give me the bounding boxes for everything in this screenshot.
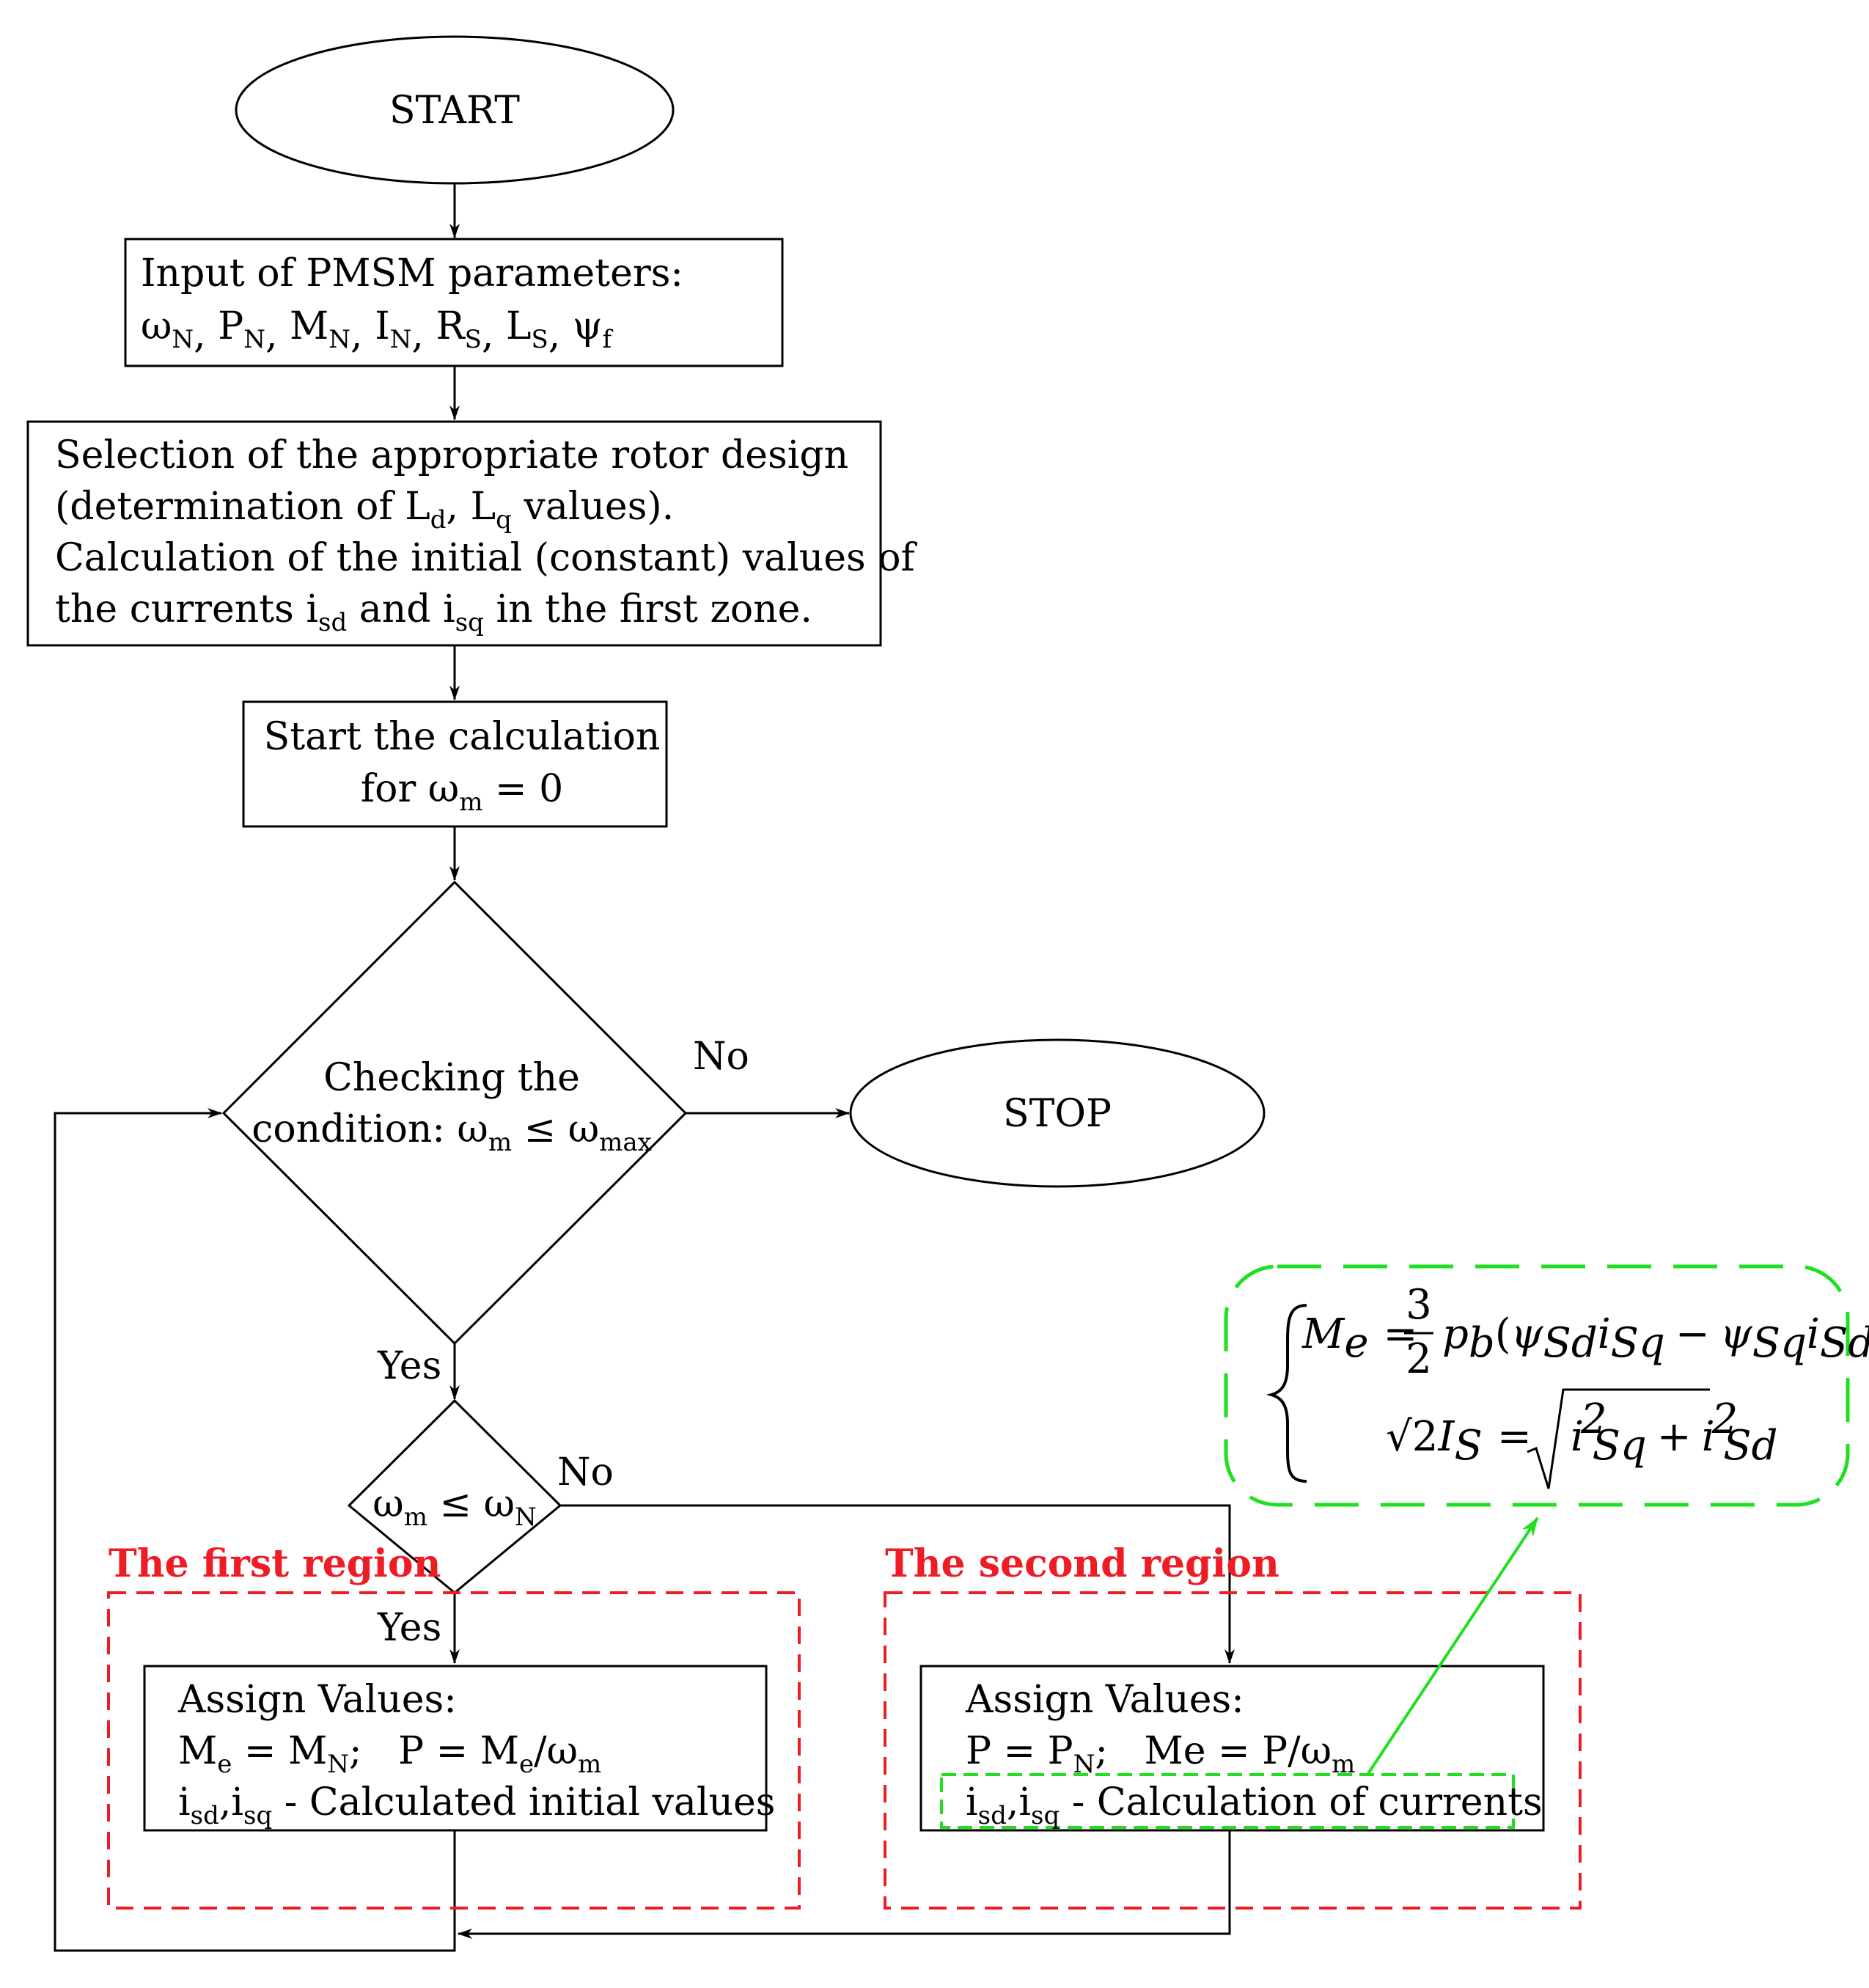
param-subscript: N [390, 325, 412, 354]
first-region-label: The first region [109, 1541, 441, 1586]
param-symbol: L [506, 304, 532, 348]
start-calc-line-1: Start the calculation [264, 715, 661, 759]
assign1-currents: isd,isq - Calculated initial values [178, 1780, 775, 1830]
equation-callout: Me= 3 2 pb(ψSdiSq−ψSqiSd) √2IS= i2Sq+i2S… [1224, 1264, 1869, 1507]
param-separator: , [482, 313, 506, 357]
param-subscript: N [243, 325, 265, 354]
start-terminal: START [235, 35, 675, 185]
input-parameter-list: ωN, PN, MN, IN, RS, LS, ψf [141, 304, 614, 357]
assign2-title: Assign Values: [965, 1678, 1244, 1722]
param-subscript: N [172, 325, 194, 354]
param-symbol: I [375, 304, 390, 348]
edge-assign2-merge [458, 1831, 1231, 1939]
selection-line-1: Selection of the appropriate rotor desig… [55, 433, 848, 477]
selection-line-4: the currents isd and isq in the first zo… [55, 587, 812, 637]
equation-fraction-numerator: 3 [1406, 1281, 1432, 1329]
param-symbol: M [290, 304, 328, 348]
check-condition-decision: Checking the condition: ωm ≤ ωmax [221, 880, 688, 1346]
equation-fraction-denominator: 2 [1406, 1335, 1432, 1383]
equation-current-magnitude-lhs: √2IS= [1386, 1413, 1532, 1470]
equation-radical-sign [1527, 1388, 1710, 1489]
currents-highlight [940, 1773, 1515, 1829]
param-symbol: R [436, 304, 466, 348]
assign-values-first-box: Assign Values: Me = MN; P = Me/ωm isd,is… [143, 1665, 775, 1832]
assign-values-second-box: Assign Values: P = PN; Me = P/ωm isd,isq… [919, 1665, 1545, 1832]
param-separator: , [548, 313, 573, 357]
connectors [54, 183, 1235, 1952]
param-subscript: S [532, 325, 548, 354]
param-separator: , [411, 313, 436, 357]
param-separator: , [265, 313, 290, 357]
param-symbol: ψ [573, 304, 603, 348]
param-separator: , [194, 313, 218, 357]
param-subscript: f [603, 325, 614, 354]
input-parameters-box: Input of PMSM parameters: ωN, PN, MN, IN… [124, 238, 784, 367]
check-line-1: Checking the [323, 1056, 580, 1100]
selection-line-3: Calculation of the initial (constant) va… [55, 536, 918, 580]
second-region: The second region [884, 1541, 1582, 1910]
input-title: Input of PMSM parameters: [141, 252, 683, 296]
assign1-title: Assign Values: [177, 1678, 457, 1722]
check-line-2: condition: ωm ≤ ωmax [251, 1107, 652, 1157]
edge-label-yes-first: Yes [377, 1606, 441, 1650]
param-symbol: P [218, 304, 243, 348]
equation-torque: Me= [1301, 1310, 1417, 1367]
first-region: The first region [107, 1541, 801, 1910]
compare-label: ωm ≤ ωN [372, 1482, 536, 1532]
second-region-label: The second region [885, 1541, 1279, 1586]
start-calc-line-2: for ωm = 0 [361, 767, 563, 817]
assign2-power-torque: P = PN; Me = P/ωm [966, 1729, 1355, 1779]
assign1-torque-power: Me = MN; P = Me/ωm [178, 1729, 601, 1779]
rotor-selection-box: Selection of the appropriate rotor desig… [26, 420, 918, 647]
equation-brace [1266, 1304, 1307, 1483]
stop-label: STOP [1003, 1092, 1112, 1136]
selection-line-2: (determination of Ld, Lq values). [55, 485, 674, 535]
equation-torque-rhs: pb(ψSdiSq−ψSqiSd) [1442, 1310, 1869, 1367]
stop-terminal: STOP [849, 1038, 1266, 1188]
edge-label-no-stop: No [693, 1035, 749, 1079]
param-subscript: S [465, 325, 482, 354]
edge-label-no-second: No [557, 1450, 614, 1494]
edge-loop-back [54, 1108, 456, 1952]
param-separator: , [350, 313, 375, 357]
edge-label-yes-compare: Yes [377, 1344, 441, 1388]
param-subscript: N [328, 325, 350, 354]
assign2-currents: isd,isq - Calculation of currents [966, 1780, 1543, 1830]
edge-compare-assign2 [560, 1504, 1235, 1664]
param-symbol: ω [141, 304, 172, 348]
start-label: START [389, 89, 520, 133]
equation-pointer-arrow [1366, 1516, 1539, 1776]
start-calculation-box: Start the calculation for ωm = 0 [242, 700, 668, 828]
